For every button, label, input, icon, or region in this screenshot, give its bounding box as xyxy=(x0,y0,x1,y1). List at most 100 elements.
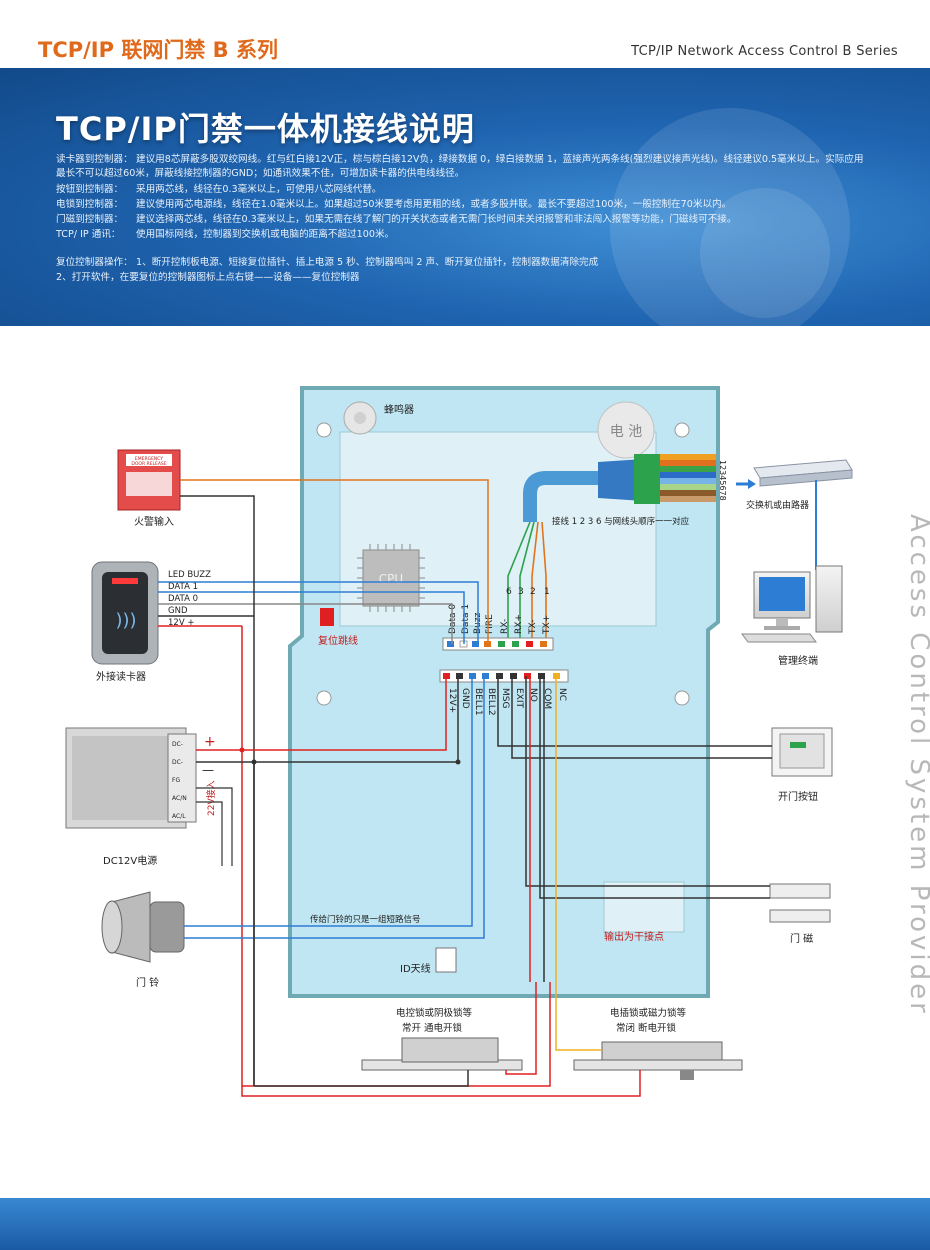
terminal-label: 管理终端 xyxy=(778,654,818,667)
spec-tcpip: TCP/ IP 通讯：使用国标网线，控制器到交换机或电脑的距离不超过100米。 xyxy=(56,229,395,240)
reader-wire-12v: 12V + xyxy=(168,618,194,628)
mount-hole xyxy=(674,690,690,706)
terminal-com: COM xyxy=(542,688,552,709)
terminal-fire: FIRE xyxy=(485,614,495,634)
reset-step-2: 2、打开软件，在要复位的控制器图标上点右键——设备——复位控制器 xyxy=(56,272,360,283)
wire-12v-rail xyxy=(196,676,447,751)
fire-alarm-icon xyxy=(117,449,181,511)
lock1-title: 电控锁或阴极锁等 xyxy=(396,1007,473,1019)
wire-exit-2 xyxy=(511,676,772,759)
psu-label: DC12V电源 xyxy=(103,854,157,867)
wire-tx-plus xyxy=(541,521,547,644)
terminal-data0: Data 0 xyxy=(448,604,458,634)
wiring-diagram: 蜂鸣器 电 池 CPU 复位跳线 12345678 接线 1 2 3 6 与网线… xyxy=(0,326,930,1198)
wire-lock2-nc xyxy=(555,676,602,1051)
rj45-note: 接线 1 2 3 6 与网线头顺序一一对应 xyxy=(552,516,690,527)
wire-fire xyxy=(180,479,489,644)
terminal-bell1: BELL1 xyxy=(473,688,483,716)
instructions-banner: TCP/IP门禁一体机接线说明 读卡器到控制器：建议用8芯屏蔽多股双绞网线。红与… xyxy=(0,68,930,326)
net-pin-2: 2 xyxy=(530,587,536,597)
terminal-data1: Data 1 xyxy=(461,604,471,634)
buzzer-center-icon xyxy=(354,412,366,424)
fire-input-label: 火警输入 xyxy=(134,515,174,528)
network-cable xyxy=(523,471,602,522)
terminal-tx-minus: TX- xyxy=(528,620,538,635)
switch-icon xyxy=(753,459,853,487)
reset-step-1: 复位控制器操作：1、断开控制板电源、短接复位插针、插上电源 5 秒、控制器鸣叫 … xyxy=(56,257,599,268)
wire-lock1-no xyxy=(505,982,537,1075)
wire-rx-plus xyxy=(519,521,535,644)
psu-input-label: 22V接入 xyxy=(205,780,217,816)
lock1-subtitle: 常开 通电开锁 xyxy=(402,1022,463,1034)
reader-wire-data0: DATA 0 xyxy=(168,594,198,604)
psu-term-3: FG xyxy=(172,777,180,784)
terminal-tx-plus: TX+ xyxy=(542,615,552,635)
bell-label: 门 铃 xyxy=(136,976,159,989)
buzzer-label: 蜂鸣器 xyxy=(384,403,414,416)
reset-jumper-icon xyxy=(320,608,334,626)
series-title-en: TCP/IP Network Access Control B Series xyxy=(631,44,898,59)
wire-bell1 xyxy=(184,676,473,927)
net-pin-1: 1 xyxy=(544,587,550,597)
card-reader-icon xyxy=(91,561,159,665)
terminal-exit: EXIT xyxy=(514,688,524,709)
terminal-nc: NC xyxy=(557,688,567,701)
wire-exit-1 xyxy=(497,676,772,747)
wire-ac-in-2 xyxy=(196,801,223,866)
wire-data1 xyxy=(158,591,465,644)
psu-plus-label: + xyxy=(204,734,216,750)
terminal-no: NO xyxy=(528,688,538,702)
net-pin-3: 3 xyxy=(518,587,524,597)
bottom-terminal-pins xyxy=(443,673,560,679)
id-antenna-label: ID天线 xyxy=(400,962,431,975)
fire-panel-label-1: EMERGENCY xyxy=(135,456,163,462)
battery-icon xyxy=(597,401,655,459)
spec-lock: 电锁到控制器：建议使用两芯电源线，线径在1.0毫米以上。如果超过50米要考虑用更… xyxy=(56,199,732,210)
door-contact-icon xyxy=(769,883,831,923)
power-supply-icon xyxy=(65,727,197,829)
fire-panel-label-2: DOOR RELEASE xyxy=(131,461,166,467)
terminal-rx-minus: RX- xyxy=(500,619,510,634)
rj45-pin-numbers: 12345678 xyxy=(718,460,727,501)
net-pin-6: 6 xyxy=(506,587,512,597)
wire-lock2-12v xyxy=(241,1070,641,1097)
rj45-pins-icon xyxy=(660,454,716,502)
computer-icon xyxy=(741,565,843,643)
wire-ac-in-1 xyxy=(196,787,233,866)
wire-lock1-gnd xyxy=(254,1070,469,1087)
battery-label: 电 池 xyxy=(610,424,642,440)
page-header: TCP/IP 联网门禁 B 系列 TCP/IP Network Access C… xyxy=(0,0,930,68)
electric-lock-icon xyxy=(361,1037,523,1071)
wire-msg-2 xyxy=(539,676,770,899)
psu-term-4: AC/N xyxy=(172,795,187,802)
page-footer xyxy=(0,1198,930,1250)
mount-hole xyxy=(316,690,332,706)
cpu-chip-icon xyxy=(357,544,425,612)
cpu-label: CPU xyxy=(379,572,403,586)
spec-reader-cont: 最长不可以超过60米，屏蔽线接控制器的GND；如通讯效果不佳，可增加读卡器的供电… xyxy=(56,168,465,179)
reset-jumper-label: 复位跳线 xyxy=(318,634,358,647)
reader-wire-data1: DATA 1 xyxy=(168,582,198,592)
junction-dot xyxy=(455,759,461,765)
psu-minus-label: — xyxy=(202,763,214,777)
terminal-12v: 12V+ xyxy=(447,688,457,713)
wire-data0 xyxy=(158,603,453,644)
spec-button: 按钮到控制器：采用两芯线，线径在0.3毫米以上，可使用八芯网线代替。 xyxy=(56,184,382,195)
psu-term-2: DC- xyxy=(172,759,183,766)
rfid-icon: ))) xyxy=(115,610,136,631)
wire-rx-minus xyxy=(507,521,531,644)
wiring-diagram-svg: 蜂鸣器 电 池 CPU 复位跳线 12345678 接线 1 2 3 6 与网线… xyxy=(65,386,853,1097)
switch-label: 交换机或由路器 xyxy=(746,499,809,511)
reader-wire-led-buzz: LED BUZZ xyxy=(168,570,211,580)
terminal-rx-plus: RX+ xyxy=(514,614,524,634)
id-antenna-connector-icon xyxy=(435,947,457,973)
psu-term-5: AC/L xyxy=(172,813,186,820)
bell-note: 传给门铃的只是一组短路信号 xyxy=(310,914,421,925)
door-contact-label: 门 磁 xyxy=(790,932,813,945)
bell-speaker-icon xyxy=(101,891,185,963)
mount-hole xyxy=(316,422,332,438)
dry-contact-label: 输出为干接点 xyxy=(604,930,664,943)
rj45-body-icon xyxy=(634,454,660,504)
vertical-tagline: Access Control System Provider xyxy=(904,514,930,1016)
reader-label: 外接读卡器 xyxy=(96,670,146,683)
